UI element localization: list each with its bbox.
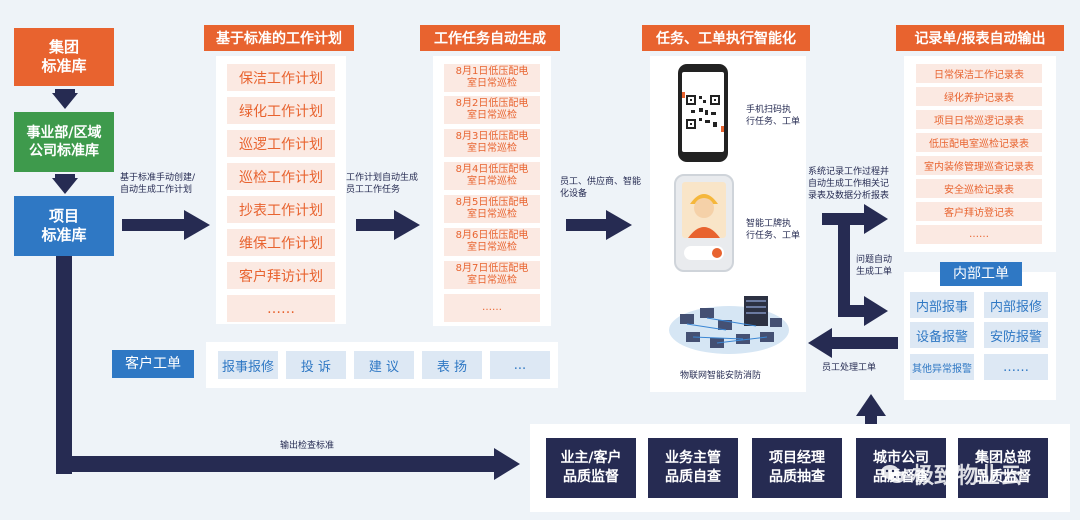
plan-panel: 保洁工作计划 绿化工作计划 巡逻工作计划 巡检工作计划 抄表工作计划 维保工作计… xyxy=(216,56,346,324)
execution-panel: 手机扫码执 行任务、工单 智能工牌执 行任务、工单 物联网智能安防消防 xyxy=(650,56,806,392)
quality-item: 项目经理 品质抽查 xyxy=(752,438,842,498)
list-item: 表 扬 xyxy=(422,351,482,379)
list-item: 8月7日低压配电 室日常巡检 xyxy=(444,261,540,289)
records-arrow-label: 系统记录工作过程并 自动生成工作相关记 录表及数据分析报表 xyxy=(808,167,890,202)
division-standard-library: 事业部/区域 公司标准库 xyxy=(14,112,114,172)
list-item: 维保工作计划 xyxy=(227,229,335,256)
output-standard-label: 输出检查标准 xyxy=(280,441,335,451)
right-arrow-icon xyxy=(494,448,520,480)
qr-code-icon xyxy=(685,94,721,130)
list-item: …… xyxy=(444,294,540,322)
phone-label: 手机扫码执 行任务、工单 xyxy=(746,105,801,128)
list-item: 日常保洁工作记录表 xyxy=(916,64,1042,83)
wechat-icon xyxy=(881,465,905,483)
flow-line xyxy=(56,256,72,474)
list-item: 8月6日低压配电 室日常巡检 xyxy=(444,228,540,256)
customer-title: 客户工单 xyxy=(112,350,194,378)
list-item: 内部报修 xyxy=(984,292,1048,318)
list-item: …… xyxy=(984,354,1048,380)
plan-title: 基于标准的工作计划 xyxy=(204,25,354,51)
records-title: 记录单/报表自动输出 xyxy=(896,25,1064,51)
list-item: 8月1日低压配电 室日常巡检 xyxy=(444,64,540,92)
watermark-text: 极致物业云 xyxy=(912,464,1023,489)
badge-label: 智能工牌执 行任务、工单 xyxy=(746,219,801,242)
auto-ticket-label: 问题自动 生成工单 xyxy=(856,255,893,278)
right-arrow-icon xyxy=(566,210,632,240)
tasks-arrow-label: 工作计划自动生成 员工工作任务 xyxy=(346,173,419,196)
quality-panel: 业主/客户 品质监督 业务主管 品质自查 项目经理 品质抽查 城市公司 品质督查… xyxy=(530,424,1070,512)
handle-ticket-label: 员工处理工单 xyxy=(822,363,877,373)
down-arrow-icon xyxy=(52,174,78,194)
iot-label: 物联网智能安防消防 xyxy=(680,371,762,381)
list-item: 投 诉 xyxy=(286,351,346,379)
split-arrow-icon xyxy=(822,204,888,326)
records-panel: 日常保洁工作记录表 绿化养护记录表 项目日常巡逻记录表 低压配电室巡检记录表 室… xyxy=(904,56,1056,252)
list-item: 报事报修 xyxy=(218,351,278,379)
list-item: 巡检工作计划 xyxy=(227,163,335,190)
list-item: 客户拜访计划 xyxy=(227,262,335,289)
list-item: ... xyxy=(490,351,550,379)
list-item: 项目日常巡逻记录表 xyxy=(916,110,1042,129)
list-item: 保洁工作计划 xyxy=(227,64,335,91)
quality-item: 业主/客户 品质监督 xyxy=(546,438,636,498)
quality-item: 城市公司 品质督查 xyxy=(856,438,946,498)
tasks-panel: 8月1日低压配电 室日常巡检 8月2日低压配电 室日常巡检 8月3日低压配电 室… xyxy=(433,56,551,326)
flow-line xyxy=(56,456,496,472)
list-item: 绿化养护记录表 xyxy=(916,87,1042,106)
list-item: 建 议 xyxy=(354,351,414,379)
list-item: 其他异常报警 xyxy=(910,354,974,380)
plan-arrow-label: 基于标准手动创建/ 自动生成工作计划 xyxy=(120,173,196,196)
quality-item: 业务主管 品质自查 xyxy=(648,438,738,498)
right-arrow-icon xyxy=(122,210,210,240)
list-item: 8月5日低压配电 室日常巡检 xyxy=(444,195,540,223)
list-item: 设备报警 xyxy=(910,322,974,348)
worker-avatar-icon xyxy=(688,194,720,238)
watermark: 极致物业云 xyxy=(880,458,1022,490)
execution-arrow-label: 员工、供应商、智能 化设备 xyxy=(560,177,642,200)
list-item: 客户拜访登记表 xyxy=(916,202,1042,221)
customer-panel: 报事报修 投 诉 建 议 表 扬 ... xyxy=(206,342,558,388)
group-standard-library: 集团 标准库 xyxy=(14,28,114,86)
left-arrow-icon xyxy=(808,328,898,358)
internal-panel: 内部报事 内部报修 设备报警 安防报警 其他异常报警 …… xyxy=(904,272,1056,400)
iot-network-icon xyxy=(666,290,792,358)
list-item: 内部报事 xyxy=(910,292,974,318)
up-arrow-icon xyxy=(856,394,886,426)
list-item: 绿化工作计划 xyxy=(227,97,335,124)
internal-title: 内部工单 xyxy=(940,262,1022,286)
phone-icon xyxy=(678,64,728,162)
tasks-title: 工作任务自动生成 xyxy=(420,25,560,51)
list-item: 室内装修管理巡查记录表 xyxy=(916,156,1042,175)
list-item: 8月2日低压配电 室日常巡检 xyxy=(444,96,540,124)
list-item: 低压配电室巡检记录表 xyxy=(916,133,1042,152)
project-standard-library: 项目 标准库 xyxy=(14,196,114,256)
list-item: 8月3日低压配电 室日常巡检 xyxy=(444,129,540,157)
list-item: …… xyxy=(916,225,1042,244)
list-item: 巡逻工作计划 xyxy=(227,130,335,157)
list-item: …… xyxy=(227,295,335,322)
execution-title: 任务、工单执行智能化 xyxy=(642,25,810,51)
list-item: 安防报警 xyxy=(984,322,1048,348)
list-item: 安全巡检记录表 xyxy=(916,179,1042,198)
list-item: 8月4日低压配电 室日常巡检 xyxy=(444,162,540,190)
quality-item: 集团总部 品质监督 xyxy=(958,438,1048,498)
smart-badge-icon xyxy=(674,174,734,272)
right-arrow-icon xyxy=(356,210,420,240)
down-arrow-icon xyxy=(52,89,78,109)
list-item: 抄表工作计划 xyxy=(227,196,335,223)
